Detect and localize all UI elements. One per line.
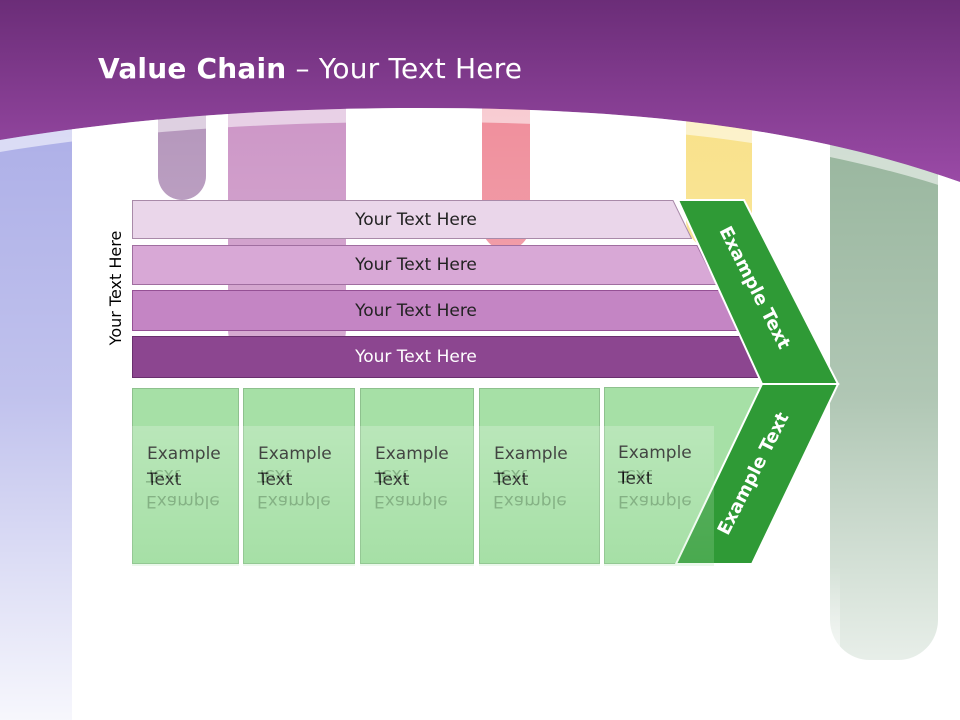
reflection-fade xyxy=(120,566,840,720)
box-2-label: Example Text xyxy=(258,444,332,490)
bar-3: Your Text Here xyxy=(132,290,740,331)
bar-1: Your Text Here xyxy=(132,200,692,239)
header-banner xyxy=(0,0,960,192)
bar-1-shape xyxy=(132,200,692,239)
vertical-axis-label: Your Text Here xyxy=(106,230,125,346)
box-4: Example Text xyxy=(479,388,600,564)
box-4-label: Example Text xyxy=(494,444,568,490)
box-5: Example Text xyxy=(604,388,714,564)
bar-2: Your Text Here xyxy=(132,245,717,285)
bar-3-label: Your Text Here xyxy=(355,300,477,321)
box-3: Example Text xyxy=(360,388,474,564)
page-title: Value Chain – Your Text Here xyxy=(98,52,522,85)
box-5-label: Example Text xyxy=(618,443,692,489)
bar-2-label: Your Text Here xyxy=(355,255,477,275)
bar-4-label: Your Text Here xyxy=(355,347,477,367)
lower-chevron xyxy=(674,383,840,565)
title-bold: Value Chain xyxy=(98,52,287,85)
title-rest: – Your Text Here xyxy=(286,52,523,85)
bar-4: Your Text Here xyxy=(132,336,764,378)
bar-1-label: Your Text Here xyxy=(355,209,477,230)
box-2: Example Text xyxy=(243,388,355,564)
chevrons: Example Text Example Text xyxy=(674,199,840,565)
box-1: Example Text xyxy=(132,388,239,564)
box-3-label: Example Text xyxy=(375,444,449,490)
box-1-label: Example Text xyxy=(147,444,221,490)
